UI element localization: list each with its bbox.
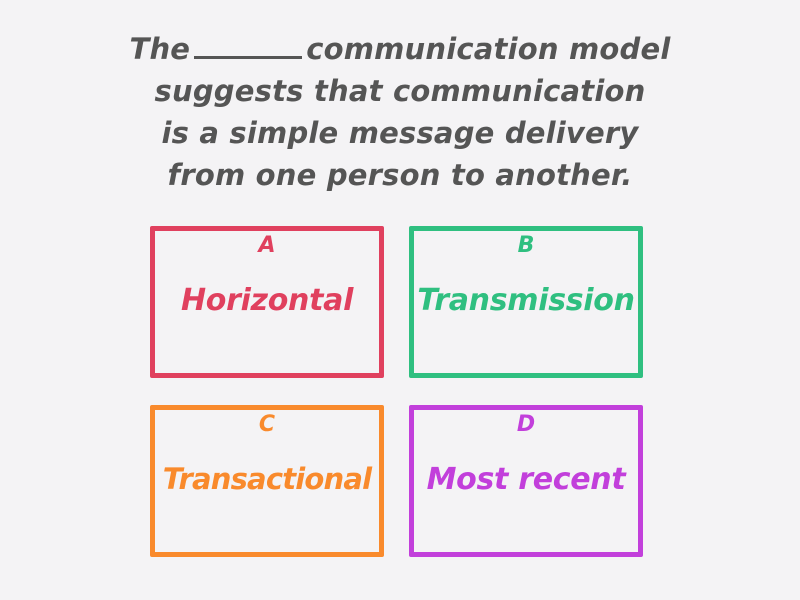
question-word: The	[129, 32, 191, 66]
question-line-2: suggests that communication	[154, 74, 646, 108]
blank-line	[194, 30, 303, 59]
question-line-4: from one person to another.	[167, 158, 633, 192]
answer-label: Transactional	[162, 462, 372, 496]
answer-option-a[interactable]: A Horizontal	[150, 226, 384, 378]
question-text: The communication model suggests that com…	[100, 28, 700, 196]
answer-label: Horizontal	[180, 283, 354, 318]
answer-label: Transmission	[417, 283, 635, 318]
answer-label: Most recent	[426, 462, 626, 497]
answer-letter: A	[258, 233, 276, 258]
answer-letter: B	[517, 233, 535, 258]
answer-letter: D	[516, 412, 536, 437]
answer-letter: C	[258, 412, 276, 437]
answer-option-b[interactable]: B Transmission	[409, 226, 643, 378]
question-line-1: The communication model	[100, 28, 700, 70]
answer-option-c[interactable]: C Transactional	[150, 405, 384, 557]
question-word: communication model	[306, 32, 671, 66]
question-line-3: is a simple message delivery	[161, 116, 639, 150]
answer-option-d[interactable]: D Most recent	[409, 405, 643, 557]
